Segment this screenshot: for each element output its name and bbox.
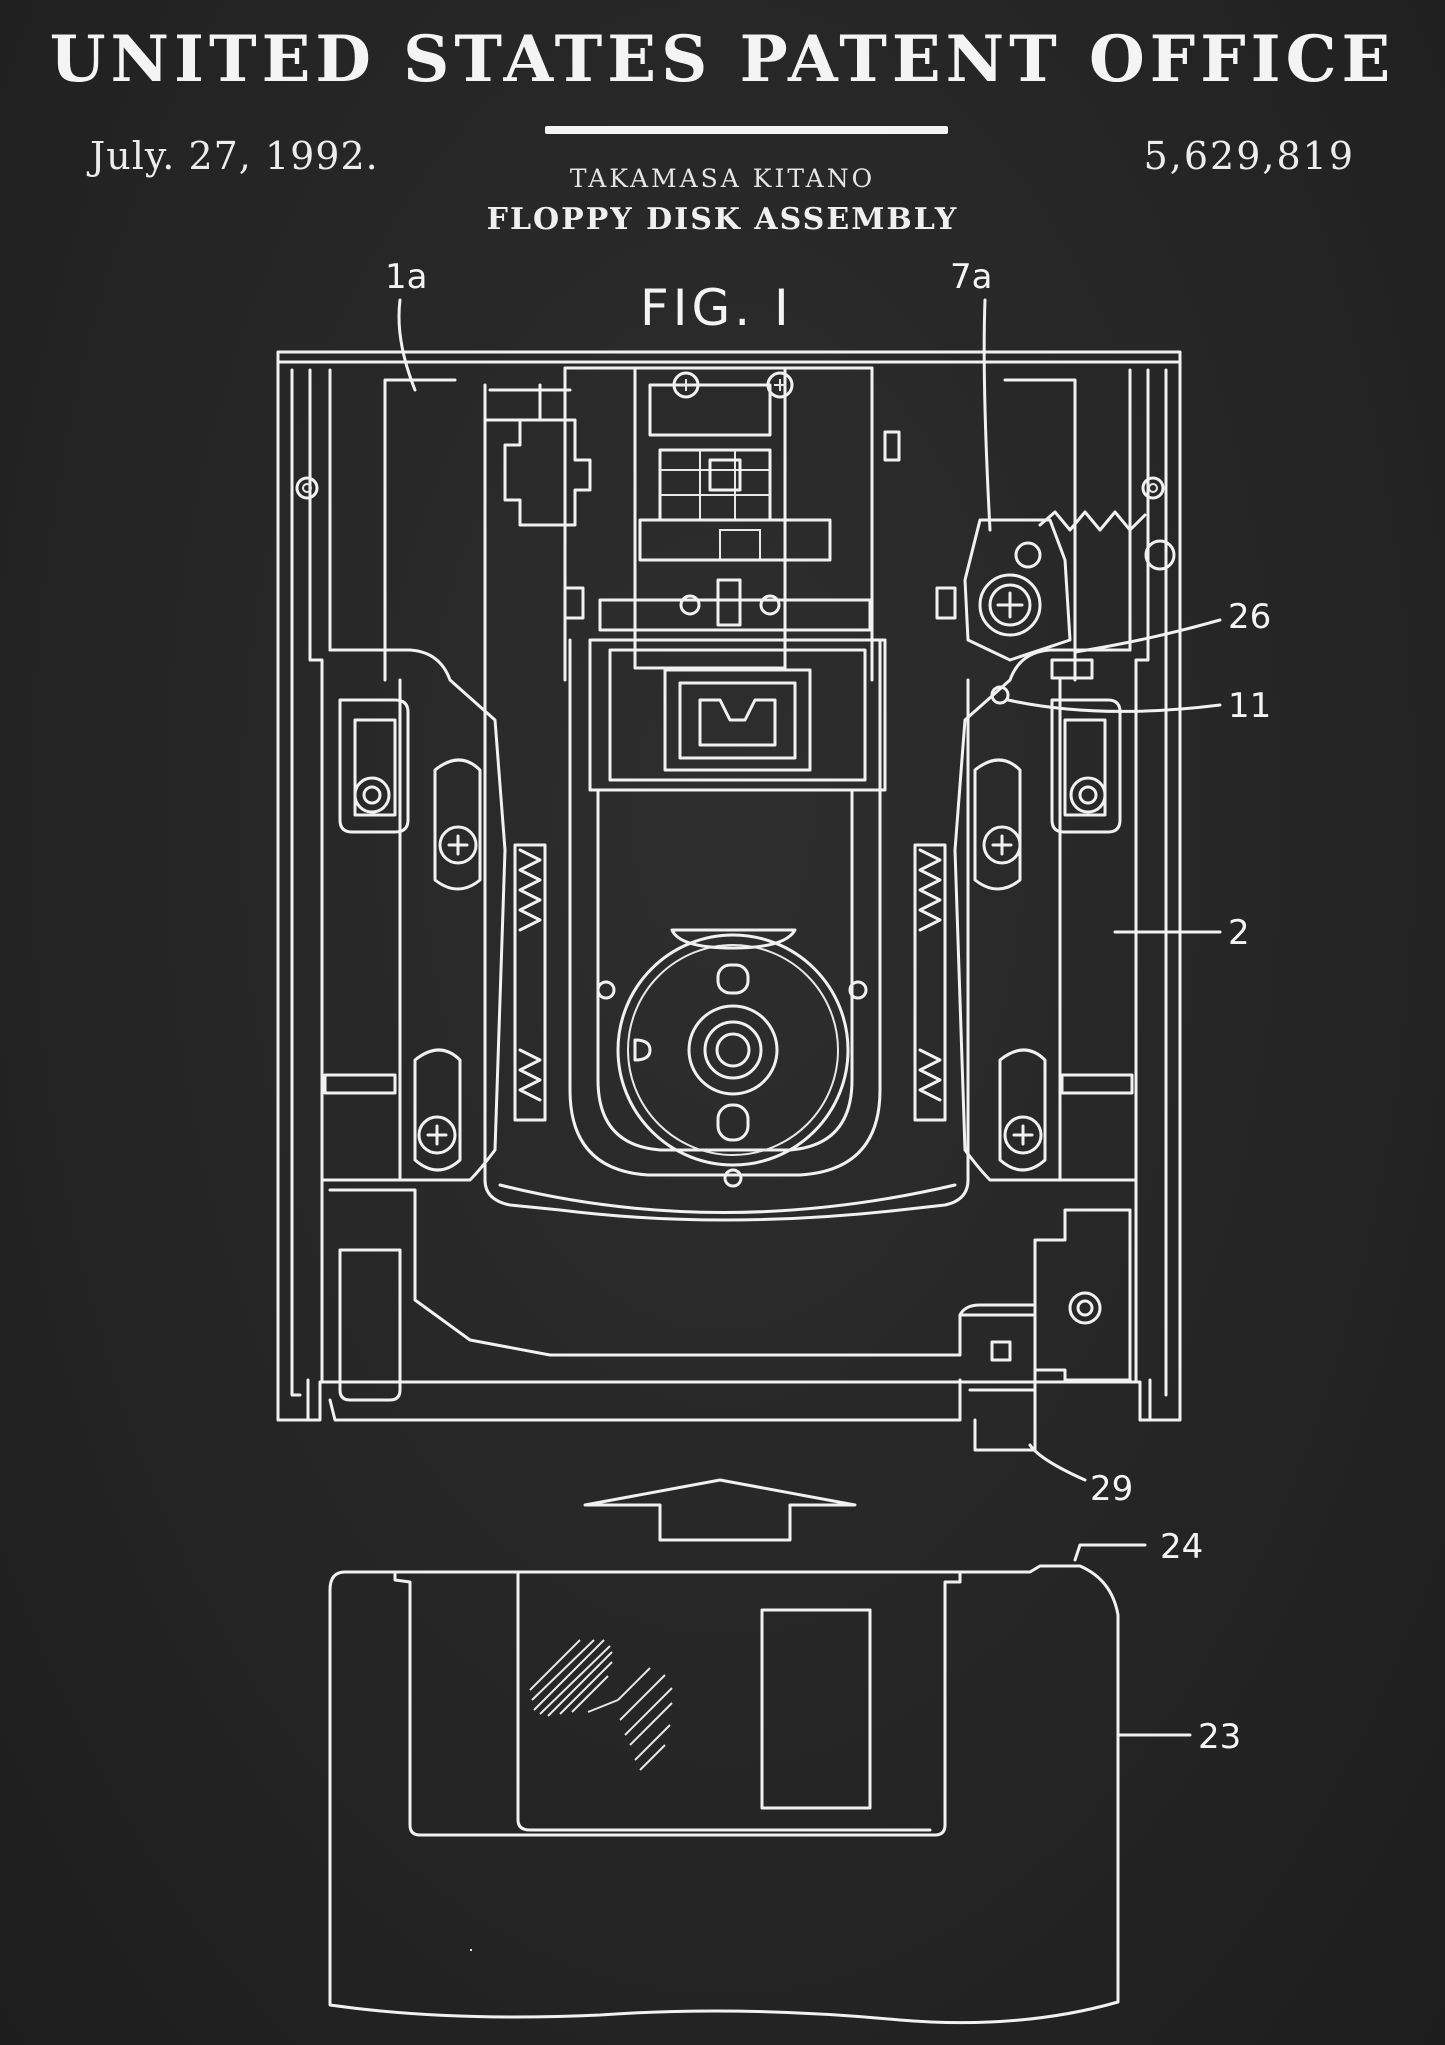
header-rule <box>545 126 948 134</box>
floppy-disk <box>328 1564 1120 2025</box>
inventor-name: TAKAMASA KITANO <box>569 164 876 193</box>
callout-2: 2 <box>1228 913 1250 953</box>
patent-date: July. 27, 1992. <box>90 134 379 178</box>
drive-chassis <box>276 350 1182 1422</box>
callout-leaders <box>397 298 1222 1737</box>
callout-23: 23 <box>1198 1717 1241 1757</box>
disk-hatch <box>529 1639 673 1771</box>
callout-7a: 7a <box>950 257 992 297</box>
callout-11: 11 <box>1228 686 1271 726</box>
patent-number: 5,629,819 <box>1143 134 1355 178</box>
patent-title: FLOPPY DISK ASSEMBLY <box>486 202 959 237</box>
eject-bar <box>328 1188 1132 1452</box>
center-track <box>483 388 970 1222</box>
insert-arrow <box>583 1478 857 1542</box>
callout-1a: 1a <box>385 257 427 297</box>
callout-26: 26 <box>1228 597 1271 637</box>
callout-24: 24 <box>1160 1527 1203 1567</box>
office-title: UNITED STATES PATENT OFFICE <box>49 22 1396 97</box>
right-slide <box>913 378 1176 1182</box>
left-slide <box>320 378 547 1182</box>
head-carriage <box>483 366 957 682</box>
callout-29: 29 <box>1090 1469 1133 1509</box>
figure-label: FIG. I <box>640 279 793 337</box>
